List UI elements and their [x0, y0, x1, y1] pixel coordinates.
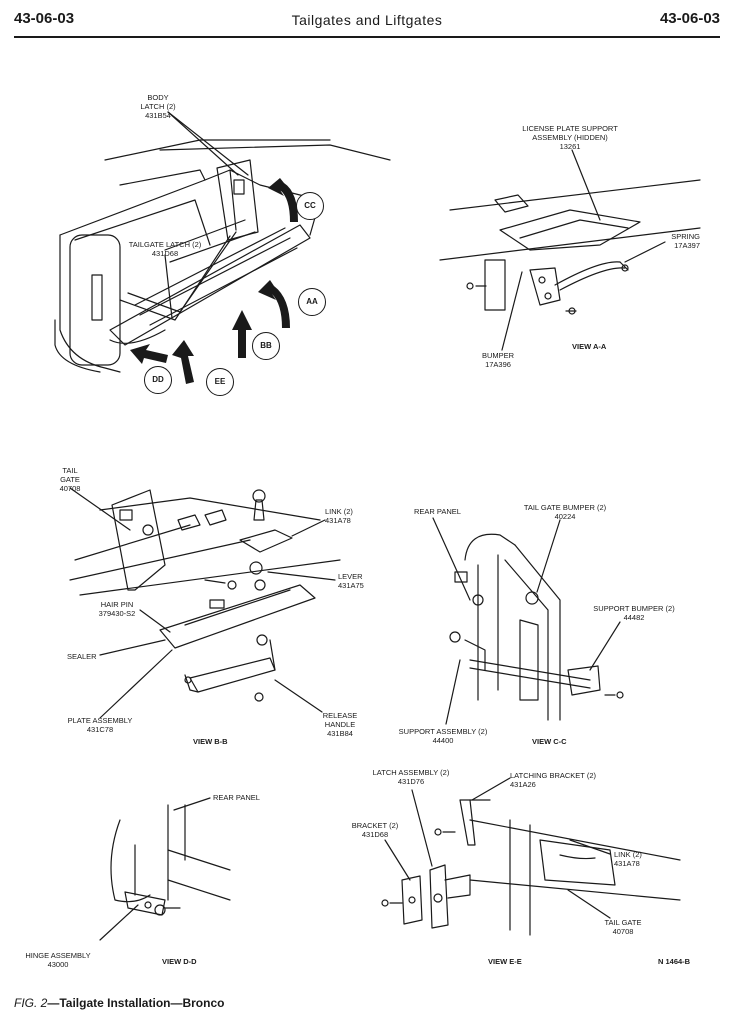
label-tailgate-latch: TAILGATE LATCH (2)431D68 [128, 240, 202, 258]
view-label-a: VIEW A-A [572, 342, 607, 351]
label-support-bumper: SUPPORT BUMPER (2)44482 [593, 604, 675, 622]
label-support-assembly: SUPPORT ASSEMBLY (2)44400 [398, 727, 488, 745]
label-rear-panel-c: REAR PANEL [414, 507, 461, 516]
view-a-drawing [439, 149, 701, 351]
page-number-left: 43-06-03 [14, 10, 75, 27]
page-number-right: 43-06-03 [659, 10, 720, 27]
figure-title: —Tailgate Installation—Bronco [47, 996, 225, 1010]
view-label-c: VIEW C-C [532, 737, 567, 746]
view-c-drawing [432, 517, 624, 725]
view-label-e: VIEW E-E [488, 957, 522, 966]
page-header: 43-06-03 Tailgates and Liftgates 43-06-0… [14, 6, 720, 38]
label-tail-gate-bumper: TAIL GATE BUMPER (2)40224 [523, 503, 607, 521]
view-b-drawing [69, 487, 341, 719]
figure-caption: FIG. 2—Tailgate Installation—Bronco [14, 996, 224, 1010]
truck-rear-drawing [54, 111, 391, 373]
figure-number: FIG. 2 [14, 996, 48, 1010]
callout-ee: EE [206, 368, 234, 396]
reference-number: N 1464-B [658, 957, 691, 966]
callout-bb: BB [252, 332, 280, 360]
page-title: Tailgates and Liftgates [291, 12, 443, 28]
view-d-drawing [99, 797, 231, 941]
callout-dd: DD [144, 366, 172, 394]
label-latching-bracket: LATCHING BRACKET (2)431A26 [510, 771, 596, 789]
label-rear-panel-d: REAR PANEL [213, 793, 260, 802]
label-link-b: LINK (2)431A78 [325, 507, 353, 525]
view-e-drawing [381, 777, 681, 936]
label-latch-assembly: LATCH ASSEMBLY (2)431D76 [372, 768, 450, 786]
callout-cc: CC [296, 192, 324, 220]
label-link-e: LINK (2)431A78 [614, 850, 642, 868]
direction-arrows [130, 178, 298, 384]
label-bracket: BRACKET (2)431D68 [351, 821, 399, 839]
callout-aa: AA [298, 288, 326, 316]
view-label-d: VIEW D-D [162, 957, 197, 966]
view-label-b: VIEW B-B [193, 737, 228, 746]
label-sealer: SEALER [67, 652, 97, 661]
